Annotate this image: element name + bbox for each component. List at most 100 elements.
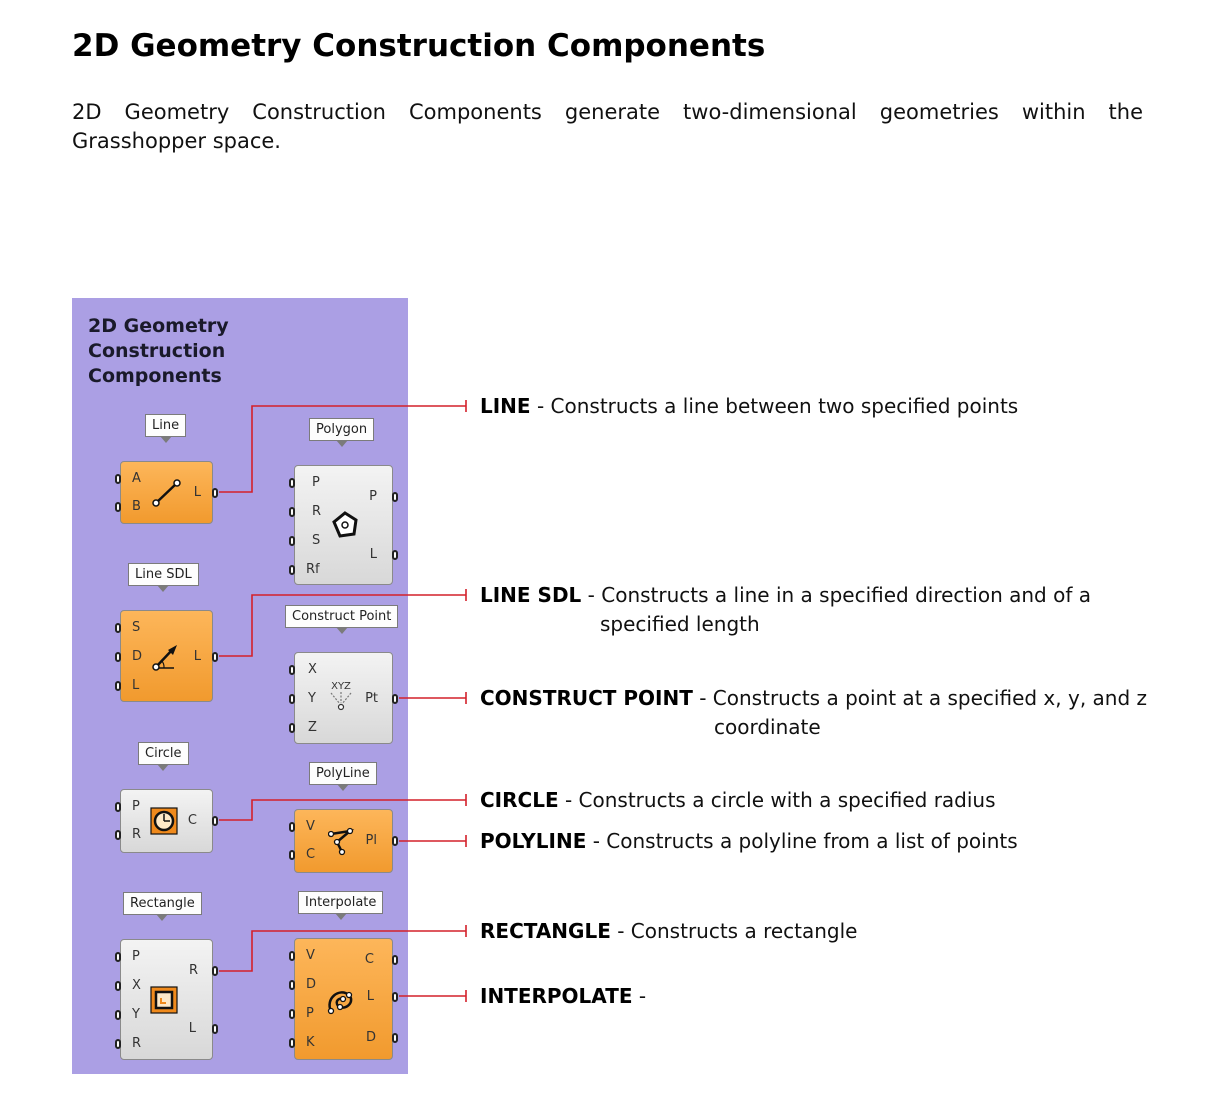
input-port[interactable]	[115, 1039, 121, 1049]
page-title: 2D Geometry Construction Components	[72, 28, 766, 64]
input-port[interactable]	[115, 652, 121, 662]
polyline-icon	[328, 827, 355, 856]
description-text: - Constructs a rectangle	[610, 919, 858, 943]
description-name: LINE	[480, 394, 531, 418]
port-label: R	[132, 1036, 142, 1051]
description-text: - Constructs a circle with a specified r…	[558, 788, 996, 812]
description-line: LINE - Constructs a line between two spe…	[480, 392, 1018, 421]
description-continuation: coordinate	[714, 715, 821, 739]
line-sdl-leader	[219, 594, 466, 657]
input-port[interactable]	[289, 822, 295, 832]
input-port[interactable]	[289, 1038, 295, 1048]
port-label: P	[369, 489, 377, 504]
output-port[interactable]	[392, 992, 398, 1002]
input-port[interactable]	[115, 623, 121, 633]
input-port[interactable]	[289, 723, 295, 733]
input-port[interactable]	[289, 951, 295, 961]
line-sdl-component[interactable]: S D L L	[115, 610, 218, 702]
input-port[interactable]	[115, 981, 121, 991]
description-polyline: POLYLINE - Constructs a polyline from a …	[480, 827, 1018, 856]
interpolate-component-label: Interpolate	[298, 891, 384, 920]
description-text: - Constructs a point at a specified x, y…	[692, 686, 1148, 710]
port-label: K	[306, 1035, 315, 1050]
input-port[interactable]	[289, 507, 295, 517]
port-label: L	[369, 547, 377, 562]
port-label: P	[132, 949, 140, 964]
line-icon	[152, 479, 181, 507]
output-port[interactable]	[392, 1033, 398, 1043]
circle-leader	[219, 799, 466, 821]
port-label: Z	[308, 720, 317, 735]
output-port[interactable]	[392, 550, 398, 560]
input-port[interactable]	[115, 802, 121, 812]
panel-title-line: 2D Geometry	[88, 315, 229, 337]
port-label: X	[132, 978, 141, 993]
port-label: L	[132, 678, 140, 693]
description-text: -	[632, 984, 647, 1008]
port-label: C	[364, 952, 374, 967]
output-port[interactable]	[212, 1024, 218, 1034]
port-label: P	[132, 799, 140, 814]
xyz-point-icon: XYZ	[330, 681, 352, 711]
input-port[interactable]	[115, 502, 121, 512]
input-port[interactable]	[115, 830, 121, 840]
output-port[interactable]	[392, 955, 398, 965]
construct-point-component-label: Construct Point	[285, 605, 399, 634]
line-component-label: Line	[145, 414, 187, 443]
component-panel: 2D Geometry Construction Components Line…	[72, 298, 408, 1074]
input-port[interactable]	[289, 694, 295, 704]
input-port[interactable]	[289, 980, 295, 990]
line-component[interactable]: A B L	[115, 461, 218, 524]
port-label: L	[188, 1021, 196, 1036]
port-label: Rf	[306, 562, 320, 577]
input-port[interactable]	[289, 1009, 295, 1019]
input-port[interactable]	[115, 474, 121, 484]
output-port[interactable]	[212, 966, 218, 976]
rectangle-icon	[150, 986, 178, 1014]
input-port[interactable]	[115, 1010, 121, 1020]
input-port[interactable]	[289, 536, 295, 546]
construct-point-component[interactable]: X Y Z Pt XYZ	[289, 652, 398, 744]
port-label: S	[312, 533, 321, 548]
input-port[interactable]	[289, 665, 295, 675]
port-label: L	[366, 989, 374, 1004]
description-continuation: specified length	[600, 612, 760, 636]
output-port[interactable]	[212, 488, 218, 498]
circle-icon	[150, 807, 178, 835]
input-port[interactable]	[289, 850, 295, 860]
input-port[interactable]	[115, 681, 121, 691]
output-port[interactable]	[212, 816, 218, 826]
port-label: D	[306, 977, 317, 992]
interpolate-icon	[327, 991, 353, 1015]
port-label: C	[306, 847, 316, 862]
input-port[interactable]	[289, 478, 295, 488]
panel-title-line: Components	[88, 365, 222, 387]
description-circle: CIRCLE - Constructs a circle with a spec…	[480, 786, 996, 815]
output-port[interactable]	[392, 836, 398, 846]
description-name: POLYLINE	[480, 829, 587, 853]
description-interpolate: INTERPOLATE -	[480, 982, 646, 1011]
output-port[interactable]	[212, 652, 218, 662]
description-name: CONSTRUCT POINT	[480, 686, 693, 710]
polyline-component-label: PolyLine	[309, 762, 377, 791]
panel-title: 2D Geometry Construction Components	[88, 314, 229, 389]
output-port[interactable]	[392, 492, 398, 502]
polyline-component[interactable]: V C Pl	[289, 809, 398, 873]
rectangle-component-label: Rectangle	[123, 892, 202, 921]
port-label: D	[132, 649, 143, 664]
output-port[interactable]	[392, 694, 398, 704]
interpolate-component[interactable]: V D P K C L D	[289, 938, 398, 1060]
rectangle-component[interactable]: P X Y R R L	[115, 939, 218, 1060]
port-label: P	[306, 1006, 314, 1021]
port-label: X	[308, 662, 317, 677]
description-name: RECTANGLE	[480, 919, 611, 943]
description-text: - Constructs a line in a specified direc…	[581, 583, 1091, 607]
xyz-icon-text: XYZ	[331, 681, 351, 692]
polygon-component[interactable]: P R S Rf P L	[289, 465, 398, 585]
input-port[interactable]	[115, 952, 121, 962]
circle-component[interactable]: P R C	[115, 789, 218, 853]
panel-title-line: Construction	[88, 340, 226, 362]
input-port[interactable]	[289, 565, 295, 575]
port-label: V	[306, 819, 315, 834]
